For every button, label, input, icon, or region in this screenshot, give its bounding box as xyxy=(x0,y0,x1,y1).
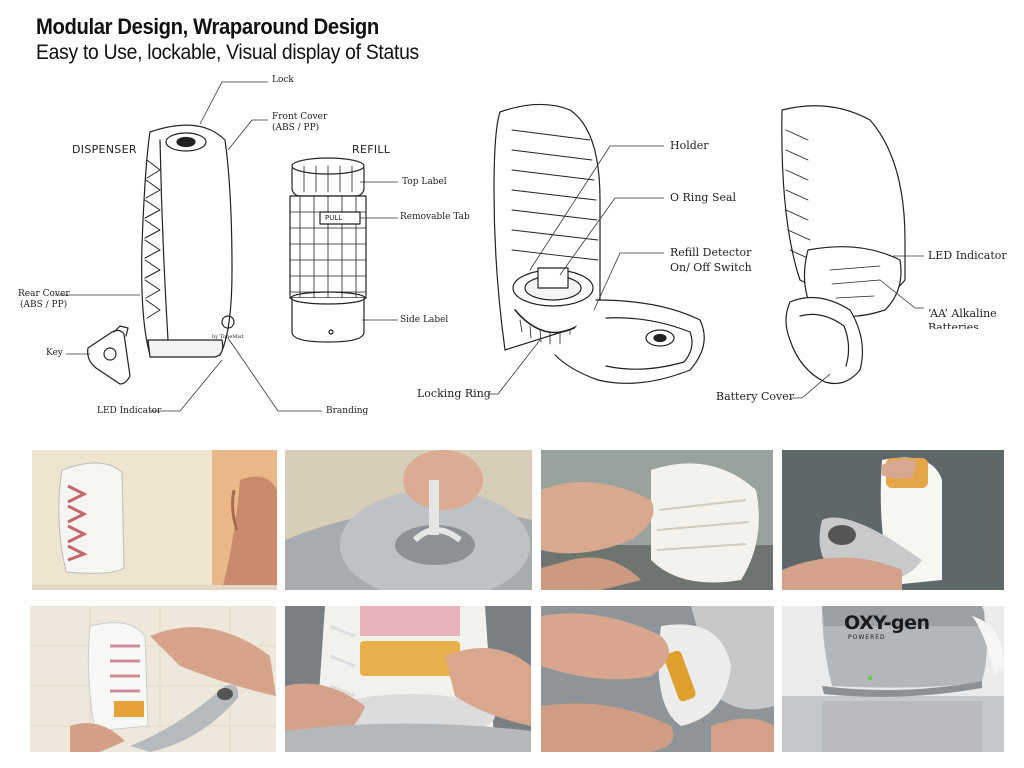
diagram-drawing xyxy=(55,81,924,412)
locking-ring-label: Locking Ring xyxy=(417,387,491,400)
leader-lines xyxy=(55,81,924,412)
dispenser-body xyxy=(141,124,233,356)
battery-compartment xyxy=(803,246,902,318)
oxygen-powered-text: POWERED xyxy=(848,634,886,641)
branding-logo-icon xyxy=(221,315,235,329)
led-indicator-label-left: LED Indicator xyxy=(97,406,162,416)
page-subtitle: Easy to Use, lockable, Visual display of… xyxy=(36,41,419,64)
batteries-label: Batteries xyxy=(928,321,979,329)
removable-tab-label: Removable Tab xyxy=(400,212,470,222)
brand-mark-text: by TimeMist xyxy=(212,334,244,340)
led-indicator-label-right: LED Indicator xyxy=(928,249,1007,262)
holder-rear-shell xyxy=(493,103,601,351)
aa-batteries-label: ‘AA’ Alkaline xyxy=(928,307,997,320)
photo-wall-mounted xyxy=(32,450,277,590)
photo-locking-dispenser xyxy=(30,606,276,752)
photo-oxygen-closeup: OXY-gen POWERED xyxy=(782,606,1004,752)
front-cover-label: Front Cover xyxy=(272,112,328,122)
photo-insert-refill xyxy=(782,450,1004,590)
photo-refill-tab xyxy=(541,450,773,590)
dispenser-heading: DISPENSER xyxy=(72,143,137,156)
top-label-label: Top Label xyxy=(402,177,447,187)
photo-refill-inside xyxy=(285,606,531,752)
rear-cover-label: Rear Cover xyxy=(18,289,70,299)
battery-cover-drawing xyxy=(785,296,864,385)
on-off-switch-label: On/ Off Switch xyxy=(670,261,752,274)
page-title: Modular Design, Wraparound Design xyxy=(36,14,379,39)
rear-cover-material-label: (ABS / PP) xyxy=(20,300,68,310)
branding-label: Branding xyxy=(326,406,369,416)
battery-cover-label: Battery Cover xyxy=(716,390,794,403)
dispenser-base xyxy=(147,339,224,358)
refill-heading: REFILL xyxy=(352,143,391,156)
pull-tab-text: PULL xyxy=(325,214,343,222)
dispenser-lock-ring xyxy=(165,132,207,152)
lock-label: Lock xyxy=(272,75,294,85)
refill-detector-label: Refill Detector xyxy=(670,246,752,259)
front-cover-material-label: (ABS / PP) xyxy=(272,123,320,133)
title-block: Modular Design, Wraparound Design Easy t… xyxy=(36,14,452,65)
dispenser-vents xyxy=(144,159,161,319)
key-drawing xyxy=(87,329,131,385)
photo-battery-replace xyxy=(541,606,774,752)
key-label: Key xyxy=(46,348,63,358)
technical-diagram: DISPENSER REFILL Lock Front Cover (ABS /… xyxy=(0,70,1024,430)
photo-lock-closeup xyxy=(285,450,532,590)
holder-label: Holder xyxy=(670,139,709,152)
o-ring-seal-label: O Ring Seal xyxy=(670,191,737,204)
side-label-label: Side Label xyxy=(400,315,449,325)
holder-ribs xyxy=(511,129,599,261)
refill-bottom xyxy=(291,297,365,343)
front-cover-open xyxy=(554,299,705,384)
oxygen-logo: OXY-gen xyxy=(844,612,930,634)
